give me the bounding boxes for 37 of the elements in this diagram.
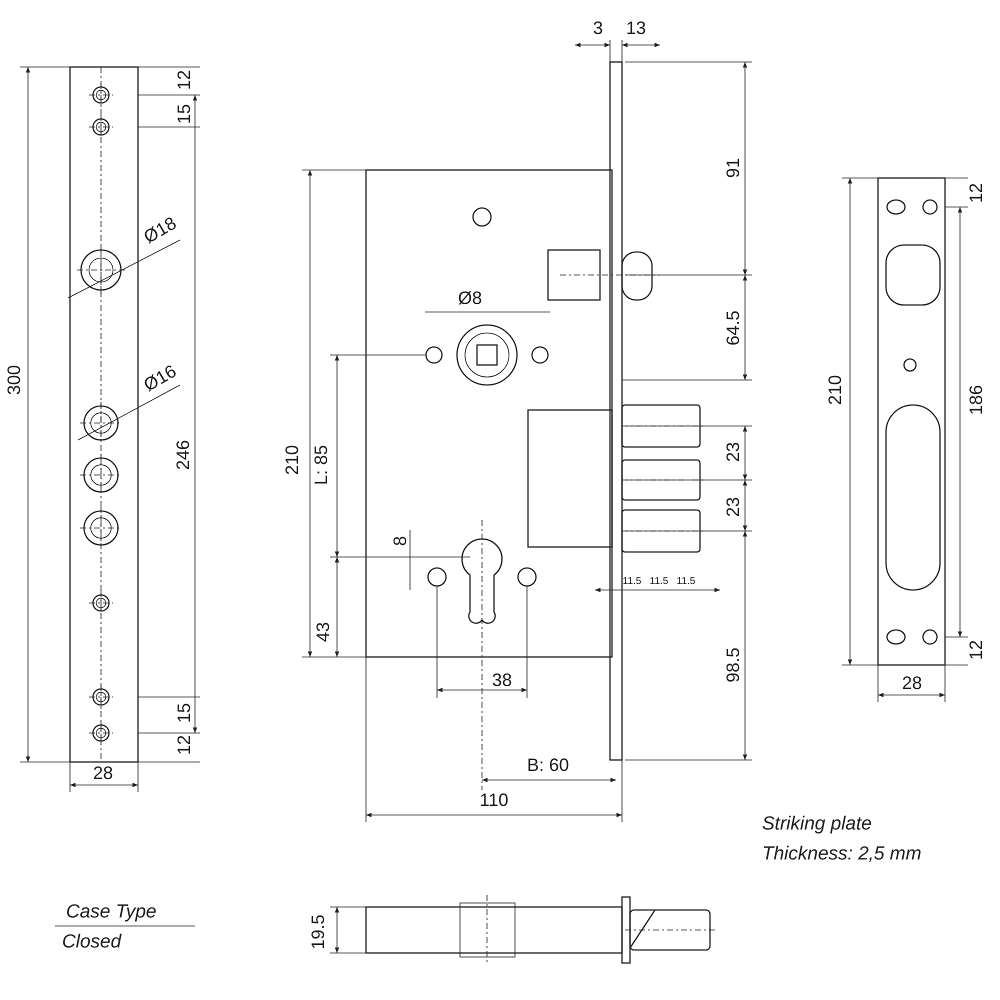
dimension-value: 12 — [175, 70, 193, 90]
dimension-value: 91 — [724, 158, 742, 178]
dimension-value: Ø8 — [458, 289, 482, 307]
dimension-value: 23 — [724, 496, 742, 518]
dimension-value: 13 — [626, 19, 646, 37]
dimension-value: 23 — [724, 442, 742, 462]
note-text: Closed — [62, 932, 122, 952]
dimension-value: 3 — [593, 19, 603, 37]
dimension-value: 11.5 — [676, 577, 696, 587]
dimension-value: 186 — [967, 384, 985, 416]
dimension-value: 246 — [174, 440, 192, 470]
dimension-value: 15 — [175, 702, 193, 724]
dimension-value: 12 — [967, 182, 985, 204]
dimension-value: 38 — [492, 671, 512, 689]
dimension-value: 19.5 — [309, 914, 327, 950]
dimension-value: 98.5 — [724, 647, 742, 683]
dimension-value: 28 — [902, 674, 922, 692]
dimension-value: 300 — [5, 364, 23, 396]
dimension-value: L: 85 — [312, 444, 330, 486]
note-text: Striking plate — [762, 814, 872, 834]
dimension-value: 8 — [391, 536, 409, 546]
dimension-value: 12 — [967, 640, 985, 660]
dimension-value: 28 — [92, 764, 114, 782]
dimension-value: 110 — [480, 791, 508, 809]
dimension-value: 210 — [826, 374, 844, 406]
dimension-value: Ø16 — [140, 362, 180, 394]
dimension-value: Ø18 — [140, 214, 180, 246]
dimension-value: B: 60 — [526, 756, 570, 774]
dimension-value: 12 — [175, 734, 193, 756]
dimension-value: 11.5 — [650, 577, 668, 587]
dimension-value: 11.5 — [622, 577, 642, 587]
note-text: Case Type — [66, 902, 156, 922]
dimension-value: 64.5 — [724, 310, 742, 346]
note-text: Thickness: 2,5 mm — [762, 844, 922, 864]
dimension-value: 43 — [314, 622, 332, 642]
dimension-value: 210 — [283, 444, 301, 476]
dimension-value: 15 — [175, 104, 193, 124]
